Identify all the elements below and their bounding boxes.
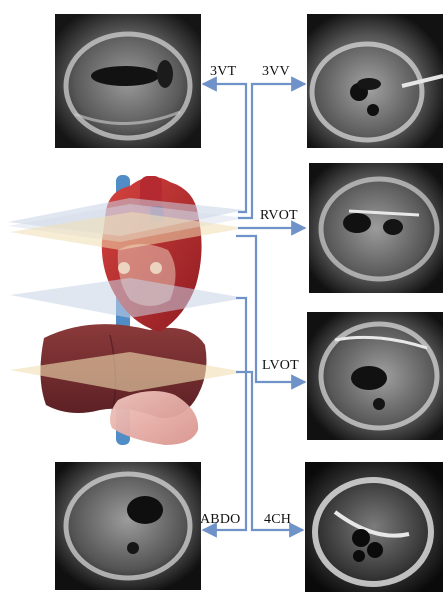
label-rvot: RVOT [260,208,298,224]
label-4ch: 4CH [264,512,291,528]
label-lvot: LVOT [262,358,299,374]
arrow-3vt [203,84,246,212]
arrow-abdo [203,298,246,530]
arrow-3vv [238,84,305,218]
label-3vv: 3VV [262,64,290,80]
label-abdo: ABDO [200,512,240,528]
label-3vt: 3VT [210,64,236,80]
